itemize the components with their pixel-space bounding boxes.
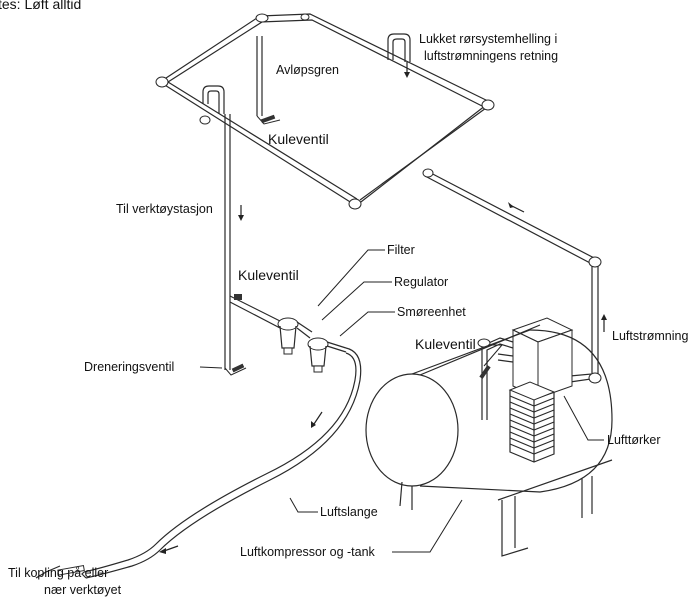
leader-lines xyxy=(199,249,604,553)
tool-station-label: Til verktøystasjon xyxy=(116,202,213,216)
header-text: tes: Løft alltid xyxy=(0,0,81,12)
coupling-label-line-2: nær verktøyet xyxy=(44,583,122,597)
goose-neck-drop-left xyxy=(199,85,225,125)
drain-branch-label: Avløpsgren xyxy=(276,63,339,77)
frl-unit xyxy=(277,317,347,373)
compressor-label: Luftkompressor og -tank xyxy=(240,545,376,559)
ball-valve-mid-label: Kuleventil xyxy=(238,267,299,283)
compressor-stack xyxy=(508,381,556,463)
closed-loop-piping xyxy=(155,13,495,210)
ball-valve-tank-label: Kuleventil xyxy=(415,336,476,352)
closed-loop-label-line-2: luftstrømningens retning xyxy=(424,49,558,63)
coupling-label-line-1: Til kopling på eller xyxy=(8,566,108,580)
closed-loop-label-line-1: Lukket rørsystemhelling i xyxy=(419,32,557,46)
ball-valve-top-label: Kuleventil xyxy=(268,131,329,147)
tank-to-dryer-pipe xyxy=(477,337,514,420)
compressor-tank xyxy=(365,324,613,557)
regulator-label: Regulator xyxy=(394,275,448,289)
supply-pipe-to-dryer xyxy=(422,168,607,384)
drain-branch-drop xyxy=(256,36,281,125)
drain-valve-label: Dreneringsventil xyxy=(84,360,174,374)
air-hose xyxy=(35,347,362,579)
tool-station-drop xyxy=(224,114,283,376)
airflow-label: Luftstrømning xyxy=(612,329,688,343)
air-dryer-label: Lufttørker xyxy=(607,433,661,447)
filter-label: Filter xyxy=(387,243,415,257)
air-hose-label: Luftslange xyxy=(320,505,378,519)
goose-neck-drop-top-right xyxy=(387,33,411,78)
lubricator-label: Smøreenhet xyxy=(397,305,466,319)
